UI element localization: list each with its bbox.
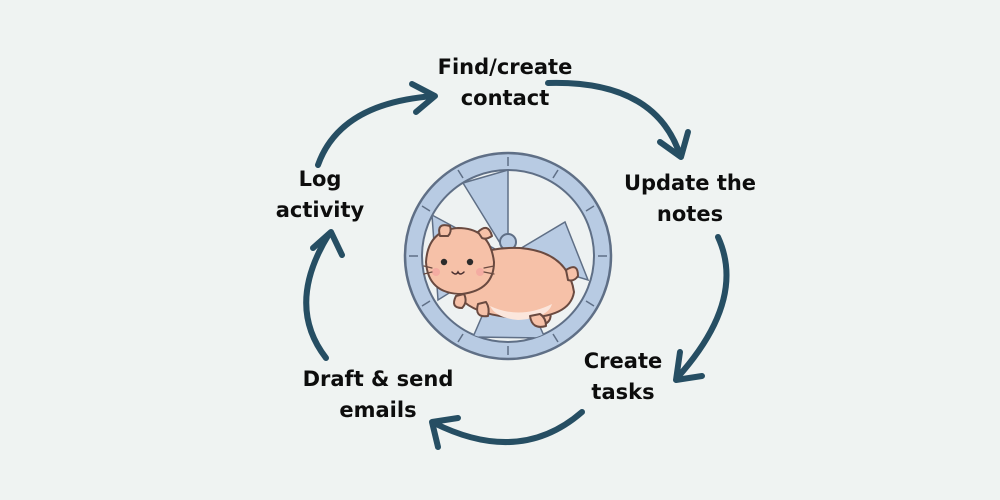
- step-draft-send-emails-line2: emails: [339, 398, 417, 422]
- step-find-create-contact-line1: Find/create: [437, 55, 573, 79]
- step-log-activity-line2: activity: [275, 198, 365, 222]
- step-draft-send-emails: Draft & send emails: [278, 364, 478, 426]
- arrow-find-to-update: [545, 79, 691, 160]
- step-draft-send-emails-line1: Draft & send: [302, 367, 454, 391]
- step-update-the-notes-line1: Update the: [623, 171, 757, 195]
- step-create-tasks: Create tasks: [543, 346, 703, 408]
- arrow-log-to-find: [315, 81, 438, 168]
- step-find-create-contact: Find/create contact: [405, 52, 605, 114]
- step-log-activity-line1: Log: [298, 167, 342, 191]
- step-find-create-contact-line2: contact: [460, 86, 550, 110]
- step-update-the-notes-line2: notes: [656, 202, 724, 226]
- step-create-tasks-line1: Create: [583, 349, 663, 373]
- step-create-tasks-line2: tasks: [591, 380, 655, 404]
- step-update-the-notes: Update the notes: [590, 168, 790, 230]
- hamster-icon: [425, 224, 579, 328]
- step-log-activity: Log activity: [250, 164, 390, 226]
- arrow-create-to-draft: [429, 409, 585, 450]
- arrow-update-to-create: [673, 234, 730, 383]
- arrow-draft-to-log: [303, 229, 345, 361]
- hamster-face: [423, 258, 495, 276]
